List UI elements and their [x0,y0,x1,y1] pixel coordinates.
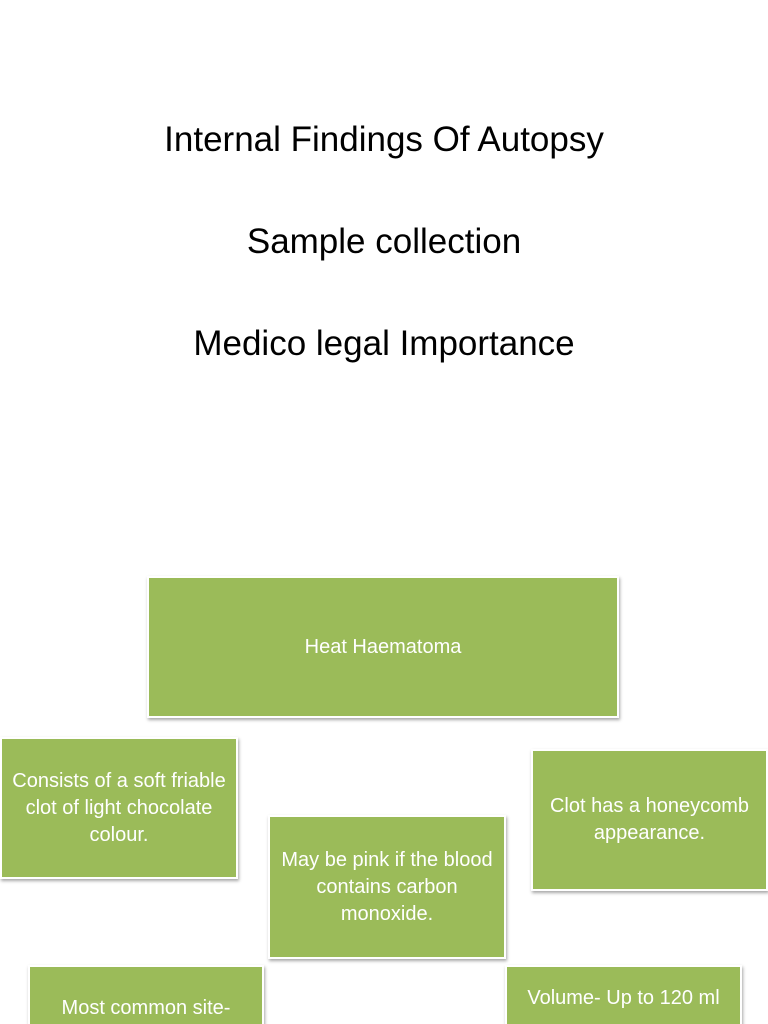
box-volume: Volume- Up to 120 ml [505,965,742,1024]
heading-internal-findings: Internal Findings Of Autopsy [164,120,604,159]
box-most-common-site-label: Most common site- [61,997,231,1019]
box-soft-friable-clot: Consists of a soft friable clot of light… [0,737,238,879]
box-most-common-site: Most common site- [28,965,264,1024]
box-pink-carbon-monoxide: May be pink if the blood contains carbon… [268,815,506,959]
box-honeycomb: Clot has a honeycomb appearance. [531,749,768,891]
box-soft-friable-clot-label: Consists of a soft friable clot of light… [12,769,226,846]
box-honeycomb-label: Clot has a honeycomb appearance. [549,795,749,844]
root-box-label: Heat Haematoma [304,635,462,658]
box-pink-carbon-monoxide-label: May be pink if the blood contains carbon… [281,848,493,925]
heading-sample-collection: Sample collection [246,222,522,261]
box-volume-label: Volume- Up to 120 ml [527,987,720,1009]
heading-medico-legal: Medico legal Importance [193,324,575,363]
root-box-heat-haematoma: Heat Haematoma [147,576,619,718]
